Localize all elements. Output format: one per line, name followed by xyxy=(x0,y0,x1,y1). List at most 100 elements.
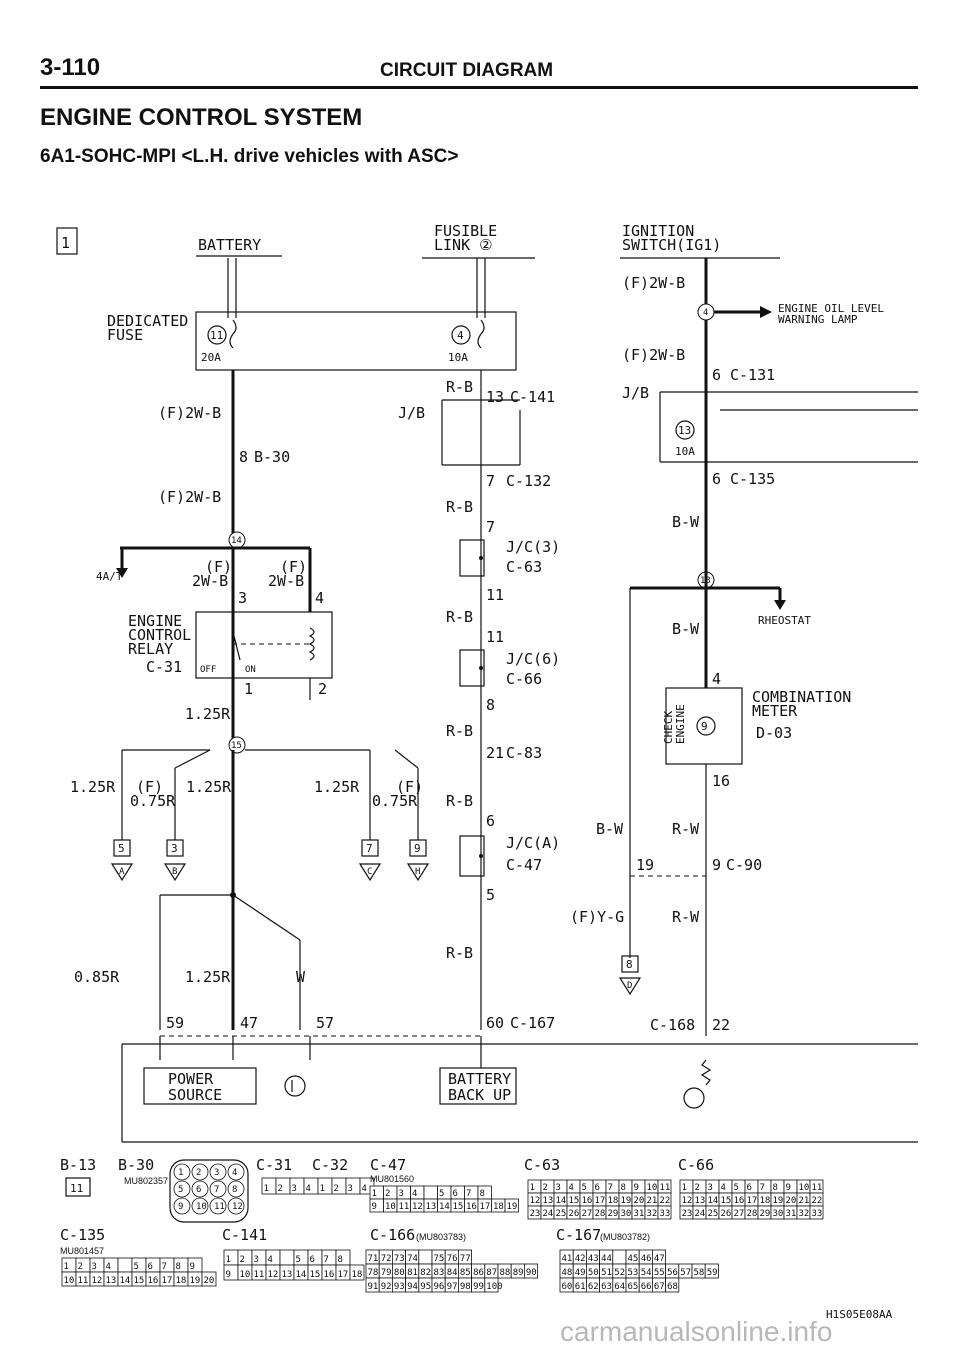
svg-text:2: 2 xyxy=(318,680,327,698)
svg-text:4A/T: 4A/T xyxy=(96,570,123,583)
svg-text:R-B: R-B xyxy=(446,498,473,516)
svg-text:ON: ON xyxy=(245,665,256,675)
svg-text:11: 11 xyxy=(210,329,223,342)
warning-lamp-label-2: WARNING LAMP xyxy=(778,313,858,326)
svg-text:R-W: R-W xyxy=(672,820,700,838)
combination-meter-box xyxy=(665,687,743,765)
conn-label-c47: C-47 xyxy=(506,856,542,874)
battery-label: BATTERY xyxy=(198,236,261,254)
svg-text:3: 3 xyxy=(238,589,247,607)
svg-text:CHECK: CHECK xyxy=(662,711,675,744)
conn-label-c66: C-66 xyxy=(506,670,542,688)
fuse-11-marker xyxy=(207,325,227,345)
page-number: 3-110 xyxy=(40,54,101,81)
jc6-box xyxy=(459,649,485,687)
check-engine-lamp xyxy=(696,716,716,736)
svg-text:0.75R: 0.75R xyxy=(130,792,176,810)
svg-text:ENGINE: ENGINE xyxy=(674,704,687,744)
engine-control-relay xyxy=(195,611,333,679)
svg-text:3: 3 xyxy=(171,842,178,855)
conn-label-c63: C-63 xyxy=(506,558,542,576)
svg-text:(F): (F) xyxy=(396,778,423,796)
svg-text:J/C(6): J/C(6) xyxy=(506,650,560,668)
svg-text:15: 15 xyxy=(231,741,242,751)
svg-text:R-B: R-B xyxy=(446,378,473,396)
svg-text:0.85R: 0.85R xyxy=(74,968,120,986)
fusible-link-label-1: FUSIBLE xyxy=(434,222,497,240)
svg-text:(F): (F) xyxy=(280,558,307,576)
svg-text:7: 7 xyxy=(486,472,495,490)
conn-label-c167: C-167 xyxy=(510,1014,555,1032)
svg-text:R-B: R-B xyxy=(446,722,473,740)
svg-text:D: D xyxy=(627,981,632,991)
svg-text:13: 13 xyxy=(486,388,504,406)
warning-lamp-label-1: ENGINE OIL LEVEL xyxy=(778,302,884,315)
ignition-switch-label-2: SWITCH(IG1) xyxy=(622,236,721,254)
svg-text:1: 1 xyxy=(244,680,253,698)
svg-text:R-B: R-B xyxy=(446,792,473,810)
jc3-box xyxy=(459,539,485,577)
conn-label-b30: B-30 xyxy=(254,448,290,466)
fusible-link-label-2: LINK ② xyxy=(434,236,493,254)
svg-text:8: 8 xyxy=(486,696,495,714)
fuse-4-marker xyxy=(451,325,471,345)
svg-text:6: 6 xyxy=(712,470,721,488)
section-title: CIRCUIT DIAGRAM xyxy=(380,60,554,81)
sheet-number: 1 xyxy=(61,234,70,252)
svg-text:1.25R: 1.25R xyxy=(186,778,232,796)
svg-text:(F): (F) xyxy=(136,778,163,796)
svg-text:SOURCE: SOURCE xyxy=(168,1086,222,1104)
svg-text:9: 9 xyxy=(712,856,721,874)
svg-text:4: 4 xyxy=(703,308,708,318)
svg-text:7: 7 xyxy=(486,518,495,536)
page-title: ENGINE CONTROL SYSTEM xyxy=(40,104,363,131)
svg-text:5: 5 xyxy=(486,886,495,904)
svg-text:14: 14 xyxy=(231,536,242,546)
svg-text:6: 6 xyxy=(712,366,721,384)
svg-text:1.25R: 1.25R xyxy=(70,778,116,796)
conn-label-d03: D-03 xyxy=(756,724,792,742)
svg-text:20A: 20A xyxy=(201,351,221,364)
ground-transistor-1 xyxy=(284,1075,306,1097)
dedicated-fuse-label-2: FUSE xyxy=(107,326,143,344)
svg-text:1.25R: 1.25R xyxy=(314,778,360,796)
svg-text:0.75R: 0.75R xyxy=(372,792,418,810)
svg-text:J/C(A): J/C(A) xyxy=(506,834,560,852)
page-subtitle: 6A1-SOHC-MPI <L.H. drive vehicles with A… xyxy=(40,146,459,167)
svg-text:BATTERY: BATTERY xyxy=(448,1070,511,1088)
conn-label-c135: C-135 xyxy=(730,470,775,488)
svg-text:60: 60 xyxy=(486,1014,504,1032)
svg-text:6: 6 xyxy=(486,812,495,830)
power-source-box xyxy=(143,1067,257,1105)
svg-text:11: 11 xyxy=(486,586,504,604)
svg-text:5: 5 xyxy=(118,842,125,855)
svg-text:13: 13 xyxy=(678,424,691,437)
conn-label-c83: C-83 xyxy=(506,744,542,762)
relay-label-2: CONTROL xyxy=(128,626,191,644)
svg-text:J/B: J/B xyxy=(398,404,425,422)
svg-text:B-W: B-W xyxy=(596,820,624,838)
svg-text:W: W xyxy=(296,968,306,986)
relay-label-1: ENGINE xyxy=(128,612,182,630)
svg-text:1.25R: 1.25R xyxy=(185,705,231,723)
svg-text:59: 59 xyxy=(166,1014,184,1032)
svg-text:(F)Y-G: (F)Y-G xyxy=(570,908,624,926)
svg-text:B-W: B-W xyxy=(672,620,700,638)
combination-meter-label-1: COMBINATION xyxy=(752,688,851,706)
svg-text:B-W: B-W xyxy=(672,513,700,531)
svg-text:J/B: J/B xyxy=(622,384,649,402)
svg-text:J/C(3): J/C(3) xyxy=(506,538,560,556)
svg-text:OFF: OFF xyxy=(200,665,216,675)
svg-text:R-B: R-B xyxy=(446,608,473,626)
svg-text:22: 22 xyxy=(712,1016,730,1034)
svg-text:4: 4 xyxy=(712,670,721,688)
svg-text:7: 7 xyxy=(366,842,373,855)
svg-text:1.25R: 1.25R xyxy=(185,968,231,986)
svg-text:(F): (F) xyxy=(205,558,232,576)
sheet-number-box xyxy=(56,227,78,255)
svg-text:BACK UP: BACK UP xyxy=(448,1086,511,1104)
svg-text:POWER: POWER xyxy=(168,1070,214,1088)
svg-text:2W-B: 2W-B xyxy=(268,572,304,590)
svg-text:(F)2W-B: (F)2W-B xyxy=(158,488,221,506)
